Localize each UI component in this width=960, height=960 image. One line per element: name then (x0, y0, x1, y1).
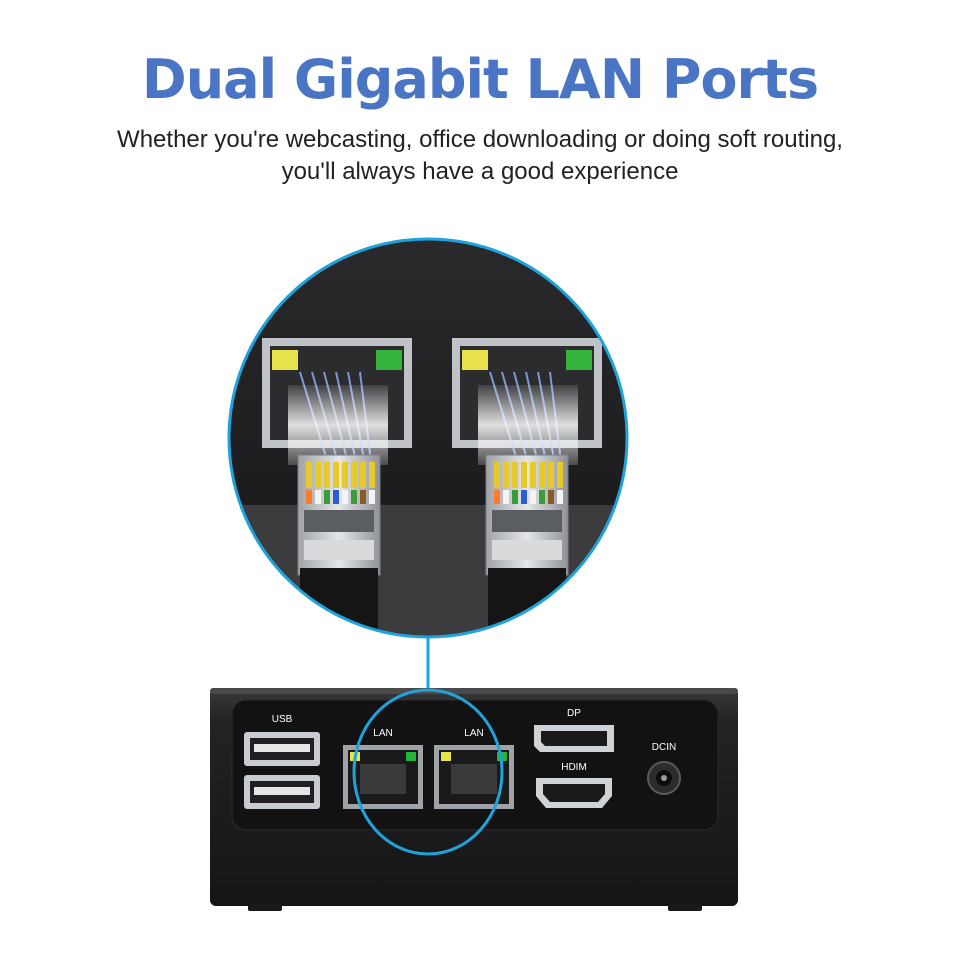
subtitle: Whether you're webcasting, office downlo… (0, 124, 960, 188)
hdmi-label: HDIM (561, 762, 587, 773)
mini-pc-device: USB LAN LAN (210, 688, 738, 911)
rj45-plug-icon (297, 454, 381, 637)
zoom-lan-port-2 (452, 338, 602, 471)
led-yellow-icon (462, 350, 488, 370)
rubber-foot (668, 903, 702, 911)
usb-port-icon (244, 732, 320, 766)
hdmi-port-icon (536, 778, 612, 808)
dcin-label: DCIN (652, 742, 676, 753)
usb-port-icon (244, 775, 320, 809)
rubber-foot (248, 903, 282, 911)
led-yellow-icon (272, 350, 298, 370)
displayport-icon (534, 725, 614, 752)
dp-label: DP (567, 708, 581, 719)
zoom-lan-port-1 (262, 338, 412, 471)
lan-highlight-ring (352, 688, 504, 856)
subtitle-line-2: you'll always have a good experience (281, 158, 679, 185)
led-green-icon (566, 350, 592, 370)
usb-label: USB (272, 714, 293, 725)
subtitle-line-1: Whether you're webcasting, office downlo… (117, 126, 843, 153)
lan-label-1: LAN (373, 728, 392, 739)
led-green-icon (376, 350, 402, 370)
dc-jack-icon (647, 761, 681, 795)
magnify-circle-icon (227, 237, 629, 639)
page-title: Dual Gigabit LAN Ports (141, 48, 819, 111)
lan-label-2: LAN (464, 728, 483, 739)
